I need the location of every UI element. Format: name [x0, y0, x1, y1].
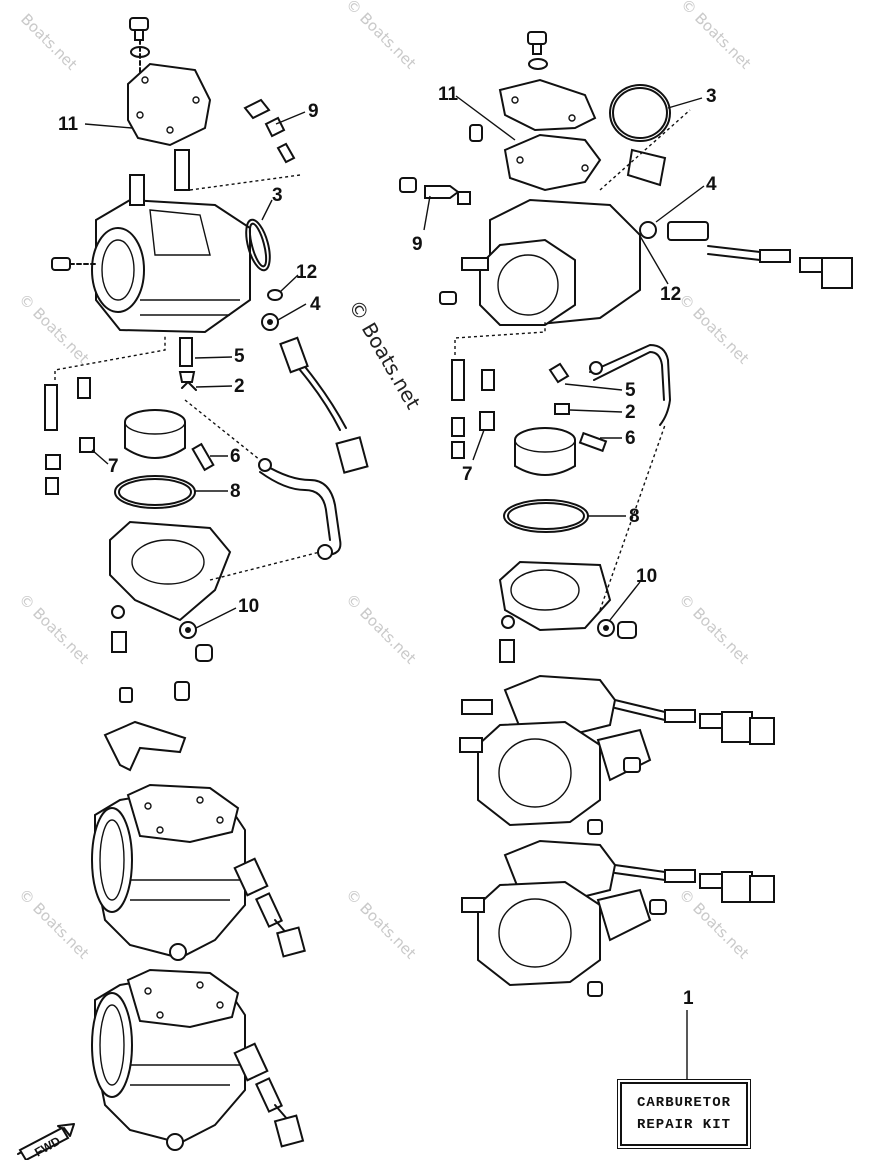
right-carburetor-exploded	[399, 31, 853, 663]
kit-label-line1: CARBURETOR	[636, 1095, 731, 1111]
callout-7-right: 7	[462, 464, 473, 485]
callout-1: 1	[683, 988, 694, 1009]
callout-9-right: 9	[412, 234, 423, 255]
watermark: © Boats.net	[342, 0, 420, 73]
fwd-arrow-icon: FWD	[17, 1123, 75, 1160]
callout-5-right: 5	[625, 380, 636, 401]
kit-callout: 1	[683, 988, 694, 1080]
o-ring-3	[245, 218, 271, 272]
callout-10-left: 10	[238, 596, 259, 617]
callout-11-right: 11	[438, 84, 459, 105]
o-ring-8-right	[503, 499, 589, 533]
right-callouts: 11 3 4 9 12 5 2 6 7 8 10	[412, 84, 717, 621]
o-ring-8	[114, 475, 196, 509]
callout-6-left: 6	[230, 446, 241, 467]
callout-8-left: 8	[230, 481, 241, 502]
watermark: © Boats.net	[342, 590, 420, 668]
float-bowl-right	[498, 560, 612, 632]
kit-label-line2: REPAIR KIT	[636, 1117, 731, 1133]
callout-4-left: 4	[310, 294, 321, 315]
watermark: © Boats.net	[342, 885, 420, 963]
callout-12-right: 12	[660, 284, 681, 305]
watermark: © Boats.net	[675, 290, 753, 368]
carburetor-repair-kit-label: CARBURETOR REPAIR KIT	[617, 1079, 751, 1149]
callout-6-right: 6	[625, 428, 636, 449]
callout-5-left: 5	[234, 346, 245, 367]
watermark: © Boats.net	[675, 590, 753, 668]
watermark-center: © Boats.net	[344, 296, 426, 414]
callout-3-right: 3	[706, 86, 717, 107]
callout-8-right: 8	[629, 506, 640, 527]
callout-10-right: 10	[636, 566, 657, 587]
callout-2-right: 2	[625, 402, 636, 423]
watermark: © Boats.net	[15, 290, 93, 368]
callout-3-left: 3	[272, 185, 283, 206]
diaphragm-cover-11	[127, 62, 212, 147]
o-ring-3-right	[609, 84, 671, 142]
left-callouts: 11 9 3 12 4 5 2 6 7 8 10	[54, 101, 321, 629]
right-assembled-carburetors	[459, 674, 775, 997]
watermark: Boats.net	[17, 10, 81, 74]
callout-9-left: 9	[308, 101, 319, 122]
float-bowl-left	[109, 520, 232, 622]
watermark: © Boats.net	[15, 590, 93, 668]
callout-12-left: 12	[296, 262, 317, 283]
watermark: © Boats.net	[15, 885, 93, 963]
diaphragm-11-right	[503, 133, 602, 192]
callout-4-right: 4	[706, 174, 717, 195]
callout-7-left: 7	[108, 456, 119, 477]
callout-2-left: 2	[234, 376, 245, 397]
left-carburetor-exploded	[44, 17, 369, 662]
watermark: © Boats.net	[677, 0, 755, 73]
left-assembled-carburetors	[91, 681, 306, 1151]
callout-11-left: 11	[58, 114, 79, 135]
